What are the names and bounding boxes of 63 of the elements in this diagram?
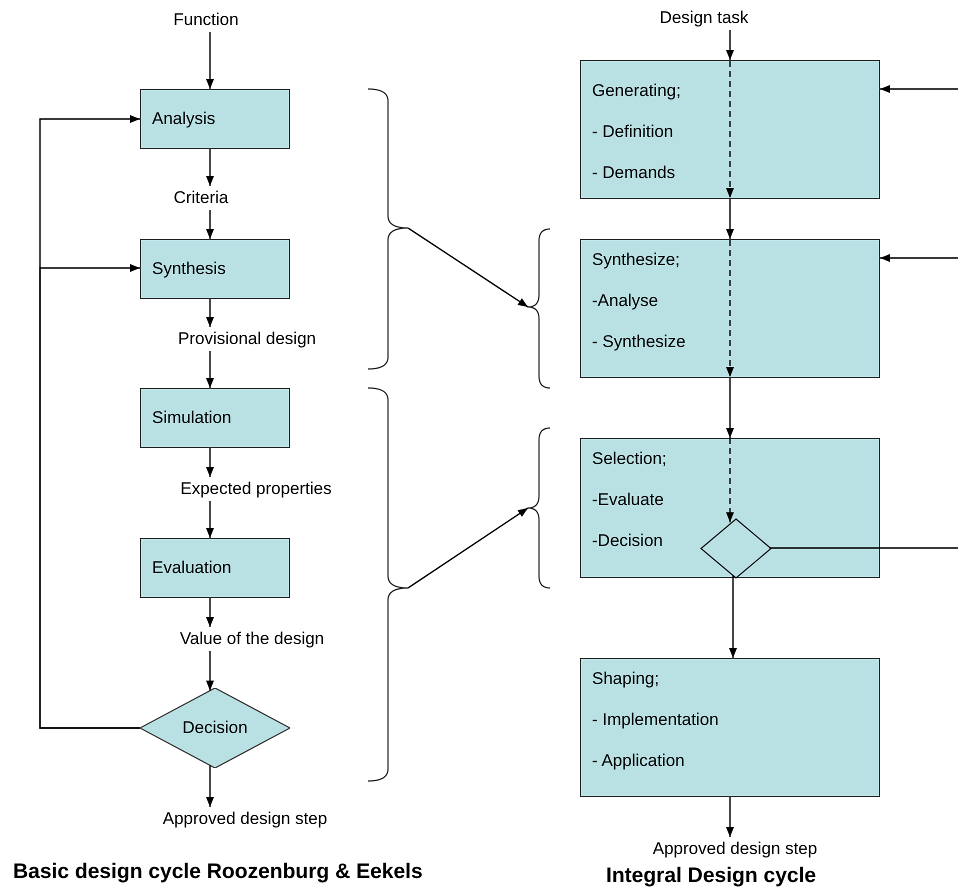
process-box	[580, 438, 880, 578]
process-box	[580, 60, 880, 199]
box-item: - Implementation	[592, 709, 719, 731]
curly-brace	[528, 428, 550, 588]
arrow	[206, 149, 214, 186]
arrow	[408, 507, 528, 589]
box-label: Analysis	[152, 108, 216, 130]
flow-label: Criteria	[158, 186, 244, 210]
connector-line	[769, 547, 958, 549]
process-box	[140, 388, 290, 448]
arrow	[726, 378, 734, 438]
box-label: Simulation	[152, 407, 232, 429]
box-item: -Evaluate	[592, 489, 664, 511]
box-item: -Analyse	[592, 290, 658, 312]
box-label: Synthesis	[152, 258, 226, 280]
decision-label: Decision	[181, 717, 249, 739]
arrow	[726, 30, 734, 60]
box-heading: Shaping;	[592, 668, 660, 690]
arrow	[206, 598, 214, 627]
arrow	[206, 765, 214, 807]
diagram-caption: Integral Design cycle	[606, 863, 816, 889]
arrow	[206, 448, 214, 477]
box-item: - Synthesize	[592, 331, 686, 353]
decision-diamond	[140, 688, 290, 768]
arrow	[206, 32, 214, 89]
flow-label: Value of the design	[148, 627, 356, 651]
box-heading: Selection;	[592, 448, 667, 470]
curly-brace	[368, 388, 408, 781]
arrow	[726, 199, 734, 239]
process-box	[140, 239, 290, 299]
process-box	[580, 239, 880, 378]
flow-label: Approved design step	[128, 807, 362, 831]
flow-label: Provisional design	[148, 327, 346, 351]
process-box	[140, 538, 290, 598]
process-box	[140, 89, 290, 149]
box-item: - Definition	[592, 121, 674, 143]
arrow	[726, 438, 734, 522]
arrow	[726, 797, 734, 837]
arrow	[729, 575, 737, 658]
box-heading: Synthesize;	[592, 249, 680, 271]
decision-diamond	[701, 519, 771, 578]
arrow	[39, 264, 140, 729]
arrow	[206, 351, 214, 388]
arrow	[880, 254, 958, 262]
box-item: -Decision	[592, 530, 663, 552]
arrow	[206, 299, 214, 327]
flow-label: Function	[158, 8, 254, 32]
curly-brace	[368, 89, 408, 369]
flow-label: Approved design step	[618, 837, 852, 861]
box-item: - Application	[592, 750, 685, 772]
arrow	[206, 501, 214, 538]
flow-label: Expected properties	[148, 477, 364, 501]
arrow	[206, 651, 214, 691]
box-label: Evaluation	[152, 557, 232, 579]
box-item: - Demands	[592, 162, 676, 184]
diagram-caption: Basic design cycle Roozenburg & Eekels	[13, 859, 423, 885]
process-box	[580, 658, 880, 797]
box-heading: Generating;	[592, 80, 681, 102]
arrow	[206, 210, 214, 239]
curly-brace	[528, 229, 550, 388]
arrow	[408, 227, 528, 308]
flow-label: Design task	[640, 6, 768, 30]
arrow	[880, 85, 958, 93]
